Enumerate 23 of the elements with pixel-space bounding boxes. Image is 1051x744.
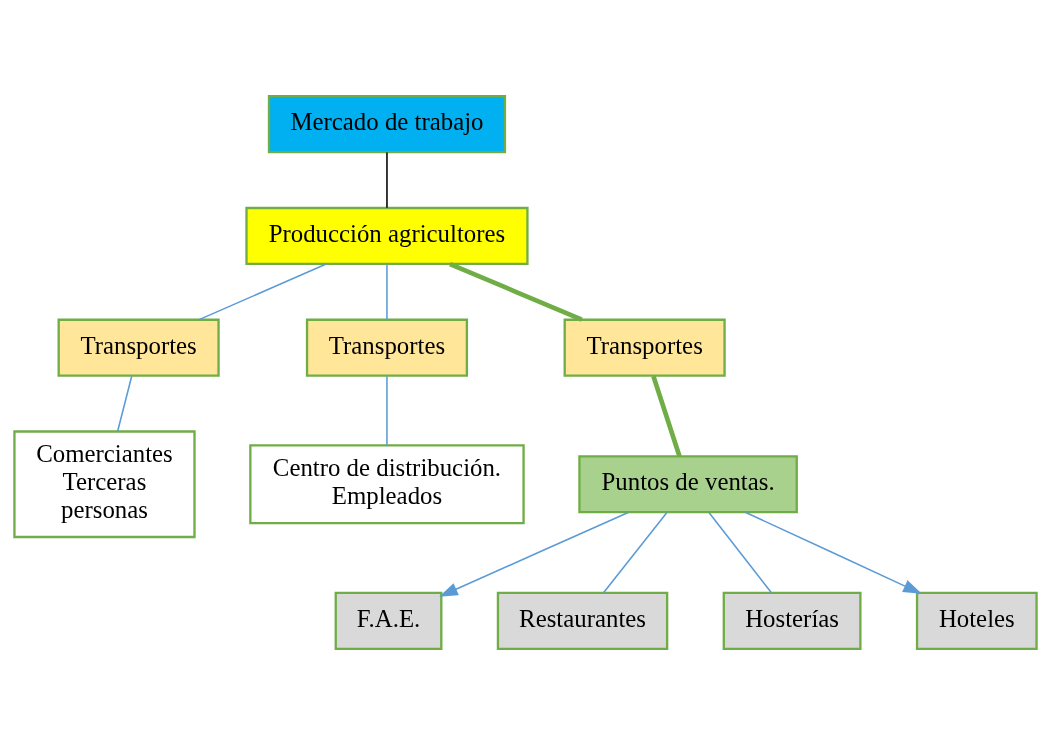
connector — [651, 375, 682, 457]
node-box: Centro de distribución. Empleados — [249, 443, 525, 524]
node-box: Transportes — [305, 318, 469, 377]
connector — [386, 374, 388, 446]
connector — [386, 151, 388, 209]
node-box: Producción agricultores — [245, 206, 529, 265]
node-box: Transportes — [563, 318, 726, 377]
connector — [198, 262, 327, 320]
node-box: F.A.E. — [334, 591, 443, 650]
arrow — [439, 511, 629, 597]
node-box: Hosterías — [722, 591, 862, 650]
node-box: Transportes — [57, 318, 220, 377]
connector — [708, 511, 773, 594]
connector — [116, 374, 133, 432]
connector — [602, 511, 668, 594]
connector — [449, 261, 583, 322]
connector — [386, 263, 388, 320]
node-box: Comerciantes Terceras personas — [13, 429, 196, 538]
arrow — [745, 511, 922, 594]
node-box: Hoteles — [915, 591, 1038, 650]
node-box: Mercado de trabajo — [267, 94, 507, 153]
node-box: Puntos de ventas. — [578, 454, 798, 513]
node-box: Restaurantes — [496, 591, 669, 650]
